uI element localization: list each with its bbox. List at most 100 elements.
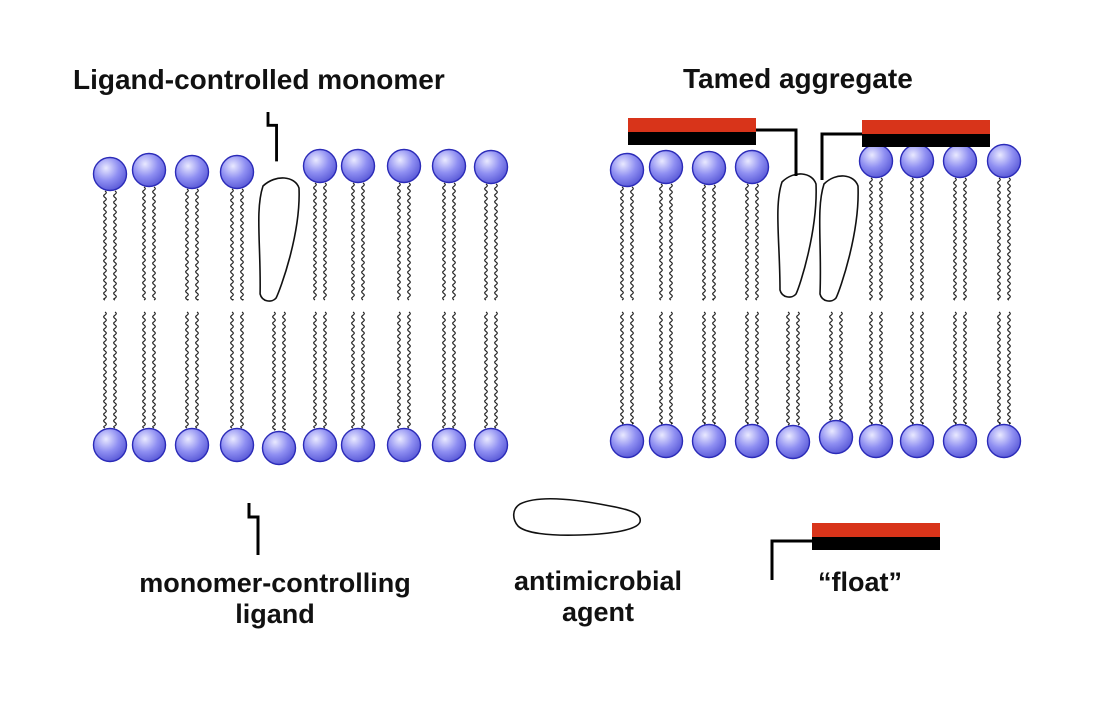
lipid-tail	[920, 311, 924, 425]
lipid-tail	[195, 311, 199, 429]
lipid-tail	[712, 311, 716, 425]
lipid-tail	[869, 177, 873, 301]
lipid-tail	[796, 311, 800, 426]
lipid-head	[691, 423, 727, 459]
antimicrobial-agent-legend-icon	[512, 497, 641, 536]
lipid-head	[942, 143, 978, 179]
lipid-tail	[702, 184, 706, 301]
lipid-head	[302, 148, 338, 184]
lipid-tail	[745, 311, 749, 425]
antimicrobial-agent-right	[818, 175, 859, 302]
antimicrobial-agent-left	[777, 173, 817, 298]
lipid-tail	[113, 190, 117, 301]
lipid-tail	[869, 311, 873, 425]
lipid-tail	[630, 311, 634, 425]
lipid-head	[691, 150, 727, 186]
lipid-head	[92, 156, 128, 192]
agent-legend-label-line2: agent	[561, 597, 634, 627]
lipid-tail	[963, 177, 967, 301]
lipid-tail	[230, 188, 234, 301]
lipid-head	[942, 423, 978, 459]
lipid-tail	[323, 311, 327, 429]
float-legend-icon	[770, 523, 940, 580]
lipid-tail	[230, 311, 234, 429]
lipid-tail	[452, 311, 456, 429]
lipid-tail	[997, 177, 1001, 301]
lipid-tail	[659, 183, 663, 301]
lipid-head	[899, 143, 935, 179]
lipid-head	[302, 427, 338, 463]
lipid-tail	[240, 311, 244, 429]
lipid-tail	[879, 177, 883, 301]
lipid-tail	[142, 186, 146, 301]
float-black-bar	[628, 132, 756, 145]
lipid-tail	[351, 311, 355, 429]
lipid-head	[609, 423, 645, 459]
float-right	[820, 120, 990, 180]
lipid-tail	[313, 182, 317, 301]
lipid-tail	[997, 311, 1001, 425]
lipid-column-under-agent	[261, 311, 297, 466]
agent-legend-label-line1: antimicrobial	[513, 566, 683, 596]
agent-legend-label: antimicrobial agent	[478, 566, 718, 628]
ligand-legend-label-line1: monomer-controlling	[139, 568, 411, 598]
lipid-head	[131, 152, 167, 188]
lipid-tail	[745, 183, 749, 301]
lipid-tail	[282, 311, 286, 431]
lipid-tail	[407, 182, 411, 301]
lipid-tail	[879, 311, 883, 425]
left-bilayer	[92, 112, 509, 466]
lipid-tail	[910, 311, 914, 425]
lipid-tail	[442, 182, 446, 301]
ligand-glyph	[266, 112, 278, 162]
lipid-tail	[839, 311, 843, 421]
lipid-tail	[103, 190, 107, 301]
lipid-head	[340, 427, 376, 463]
lipid-tail	[361, 311, 365, 429]
float-black-bar	[862, 134, 990, 147]
lipid-tail	[361, 182, 365, 301]
ligand-legend-label: monomer-controlling ligand	[95, 568, 455, 630]
lipid-head	[219, 427, 255, 463]
float-legend-label: “float”	[818, 567, 902, 597]
lipid-tail	[185, 188, 189, 301]
lipid-tail	[702, 311, 706, 425]
ligand-legend-label-line2: ligand	[235, 599, 315, 629]
lipid-tail	[712, 184, 716, 301]
lipid-head	[386, 148, 422, 184]
lipid-head	[858, 143, 894, 179]
lipid-head	[219, 154, 255, 190]
float-red-bar	[812, 523, 940, 537]
lipid-tail	[484, 311, 488, 429]
lipid-head	[473, 427, 509, 463]
lipid-tail	[113, 311, 117, 429]
lipid-head	[818, 419, 854, 455]
float-red-bar	[862, 120, 990, 134]
float-left	[628, 118, 798, 176]
lipid-tail	[953, 311, 957, 425]
float-linker	[770, 539, 812, 580]
lipid-tail	[659, 311, 663, 425]
lipid-tail	[829, 311, 833, 421]
lipid-tail	[103, 311, 107, 429]
lipid-tail	[240, 188, 244, 301]
lipid-tail	[407, 311, 411, 429]
lipid-tail	[323, 182, 327, 301]
lipid-tail	[786, 311, 790, 426]
ligand-glyph	[247, 503, 260, 555]
lipid-head	[775, 424, 811, 460]
lipid-tail	[1007, 177, 1011, 301]
lipid-tail	[620, 186, 624, 301]
lipid-tail	[494, 311, 498, 429]
lipid-tail	[484, 183, 488, 301]
lipid-tail	[152, 311, 156, 429]
lipid-tail	[142, 311, 146, 429]
lipid-head	[899, 423, 935, 459]
lipid-head	[609, 152, 645, 188]
right-bilayer	[609, 118, 1022, 460]
lipid-head	[648, 149, 684, 185]
lipid-tail	[953, 177, 957, 301]
lipid-tail	[494, 183, 498, 301]
